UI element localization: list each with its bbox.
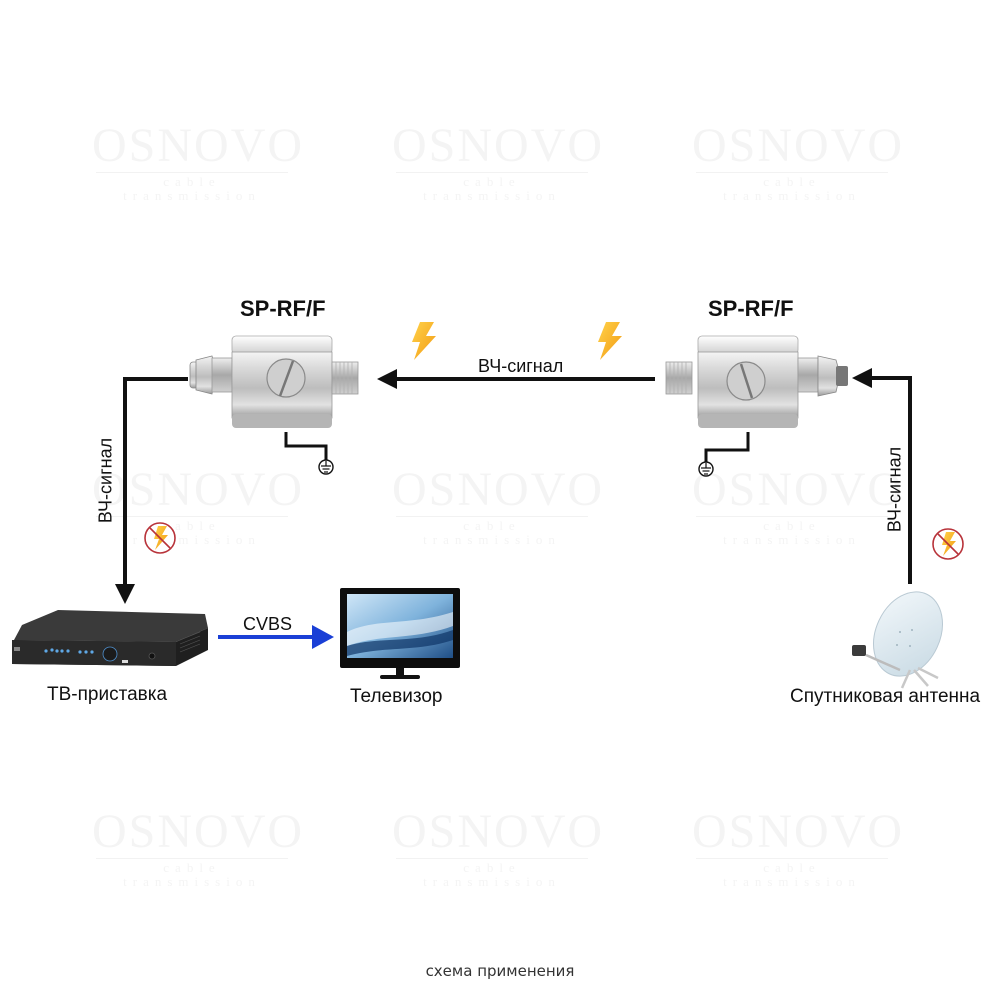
cvbs-arrow — [218, 625, 334, 649]
rf-signal-arrow-right — [852, 368, 912, 584]
ground-icon — [698, 461, 714, 477]
set-top-box-label: ТВ-приставка — [47, 684, 168, 705]
rf-signal-arrow-horizontal — [377, 369, 655, 389]
rf-signal-label-horizontal: ВЧ-сигнал — [478, 356, 564, 376]
satellite-antenna-image — [852, 591, 943, 689]
ground-wire-right — [704, 432, 750, 462]
tv-label: Телевизор — [350, 686, 443, 707]
lightning-icon — [598, 322, 622, 360]
rf-signal-arrow-left — [115, 377, 188, 604]
protector-title-right: SP-RF/F — [708, 296, 794, 321]
antenna-label: Спутниковая антенна — [790, 686, 981, 707]
rf-signal-label-left: ВЧ-сигнал — [95, 437, 116, 524]
no-lightning-icon — [932, 528, 964, 560]
rf-signal-label-right: ВЧ-сигнал — [884, 446, 905, 533]
lightning-icon — [412, 322, 436, 360]
surge-protector-left — [189, 335, 359, 428]
no-lightning-icon — [144, 522, 176, 554]
set-top-box-image — [12, 610, 208, 666]
protector-title-left: SP-RF/F — [240, 296, 326, 321]
ground-icon — [318, 459, 334, 475]
tv-image — [340, 588, 460, 679]
ground-wire-left — [284, 432, 328, 460]
cvbs-label: CVBS — [243, 614, 293, 634]
surge-protector-right — [665, 335, 848, 428]
diagram-caption: схема применения — [425, 962, 575, 980]
